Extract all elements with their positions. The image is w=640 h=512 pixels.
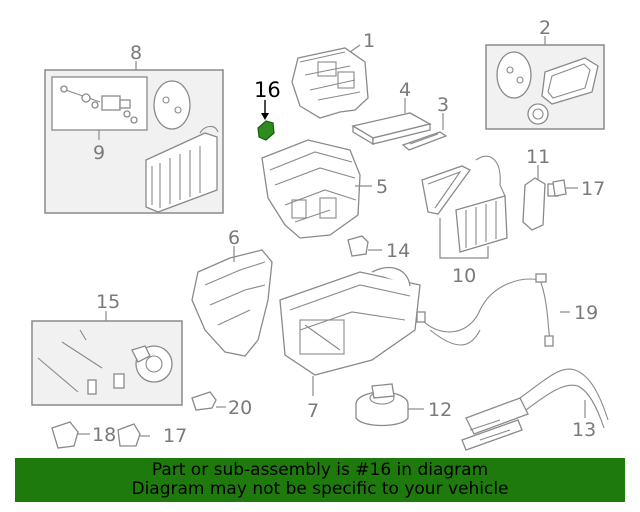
part-16-shape (257, 120, 275, 141)
callout-12: 12 (428, 399, 452, 421)
part-8-evaporator-kit-group (44, 69, 224, 214)
callout-8: 8 (130, 42, 142, 64)
info-banner: Part or sub-assembly is #16 in diagram D… (15, 458, 625, 502)
evaporator-core-shape (145, 132, 218, 213)
callout-14: 14 (386, 240, 410, 262)
part-2-door-kit-group (485, 44, 605, 130)
part-12-blower-motor (355, 383, 409, 427)
leader-lines (78, 36, 586, 437)
callout-15: 15 (96, 291, 120, 313)
callout-1: 1 (363, 30, 375, 52)
part-17-upper-shape (552, 179, 567, 197)
callout-4: 4 (399, 79, 411, 101)
part-10-heater-core (421, 155, 508, 253)
part-14-actuator (347, 235, 369, 257)
callout-16-highlighted: 16 (254, 78, 281, 102)
part-17-lower-shape (117, 423, 141, 447)
callout-7: 7 (307, 400, 319, 422)
part-3-seal-strip (401, 131, 448, 151)
part-7-lower-case (279, 267, 421, 376)
banner-line-2: Diagram may not be specific to your vehi… (131, 479, 509, 499)
callout-2: 2 (539, 17, 551, 39)
part-13-lines (461, 368, 609, 451)
part-11-bracket (522, 177, 567, 231)
part-15-group (31, 320, 183, 406)
part-1-upper-case (291, 47, 369, 119)
part-6-duct (191, 249, 273, 357)
callout-17-lower: 17 (163, 425, 187, 447)
callout-18: 18 (92, 424, 116, 446)
banner-line-1: Part or sub-assembly is #16 in diagram (151, 460, 489, 480)
callout-19: 19 (574, 302, 598, 324)
part-15-frame (31, 320, 183, 406)
part-5-main-case (261, 139, 361, 239)
part-4-cabin-filter (351, 112, 432, 146)
part-20-clip (191, 391, 217, 411)
callout-5: 5 (376, 176, 388, 198)
callout-6: 6 (228, 227, 240, 249)
part-19-harness (416, 273, 554, 347)
callout-11: 11 (526, 146, 550, 168)
callout-9: 9 (93, 142, 105, 164)
callout-10: 10 (452, 265, 476, 287)
callout-17-upper: 17 (581, 178, 605, 200)
callout-13: 13 (572, 419, 596, 441)
callout-3: 3 (437, 94, 449, 116)
expansion-valve-shape (153, 80, 191, 130)
callout-20: 20 (228, 397, 252, 419)
part-16-highlighted (257, 100, 275, 141)
part-18-bracket (51, 421, 141, 449)
